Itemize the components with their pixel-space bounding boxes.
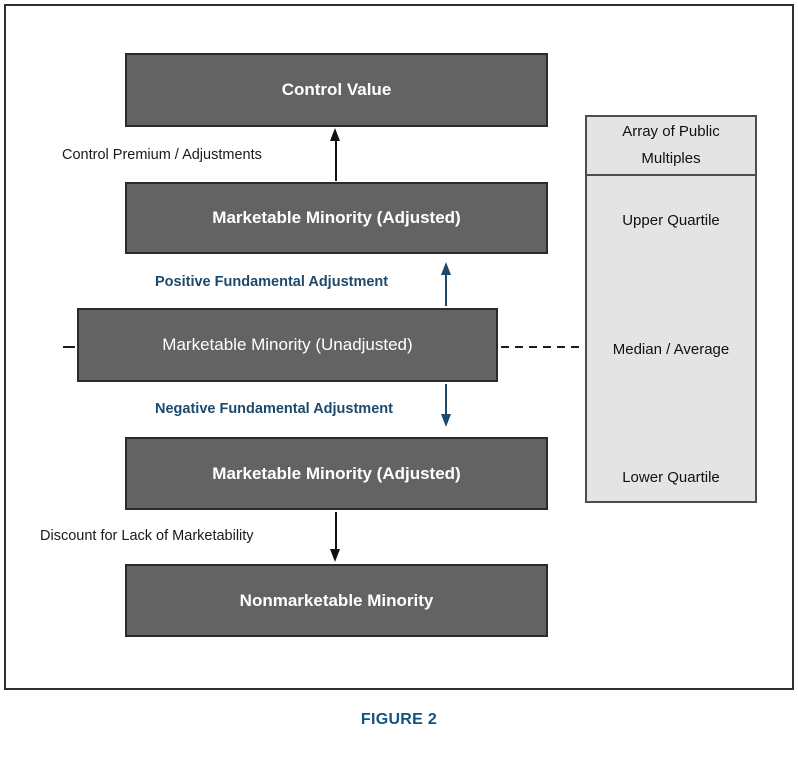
box-label: Control Value [281,80,392,99]
nonmarketable-minority-box: Nonmarketable Minority [125,564,548,637]
left-dash-connector [63,346,75,348]
box-label: Marketable Minority (Unadjusted) [162,335,413,354]
figure-caption: FIGURE 2 [360,711,438,728]
public-multiples-panel: Array of Public Multiples Upper Quartile… [585,115,757,503]
panel-row-median-average: Median / Average [612,341,730,358]
panel-row-lower-quartile: Lower Quartile [622,469,720,486]
box-label: Nonmarketable Minority [239,590,434,610]
blue-arrow-up-icon [441,262,451,275]
arrow-stem [335,140,337,181]
box-label: Marketable Minority (Adjusted) [212,463,461,483]
box-label: Marketable Minority (Adjusted) [212,208,461,227]
dashed-connector [501,346,585,348]
negative-adjustment-label: Negative Fundamental Adjustment [155,401,393,417]
arrow-down-icon [330,549,340,562]
positive-adjustment-label: Positive Fundamental Adjustment [155,274,389,290]
marketability-discount-label: Discount for Lack of Marketability [40,528,254,544]
blue-arrow-stem [445,274,447,306]
marketable-minority-adjusted-lower-box: Marketable Minority (Adjusted) [125,437,548,510]
marketable-minority-adjusted-upper-box: Marketable Minority (Adjusted) [125,182,548,254]
blue-arrow-stem [445,384,447,414]
arrow-stem [335,512,337,549]
control-premium-label: Control Premium / Adjustments [62,147,262,163]
control-value-box: Control Value [125,53,548,127]
marketable-minority-unadjusted-box: Marketable Minority (Unadjusted) [77,308,498,382]
panel-header-line2: Multiples [641,149,701,167]
blue-arrow-down-icon [441,414,451,427]
panel-header-line1: Array of Public [622,123,720,141]
panel-header: Array of Public Multiples [587,117,755,176]
panel-row-upper-quartile: Upper Quartile [622,212,720,229]
arrow-up-icon [330,128,340,141]
